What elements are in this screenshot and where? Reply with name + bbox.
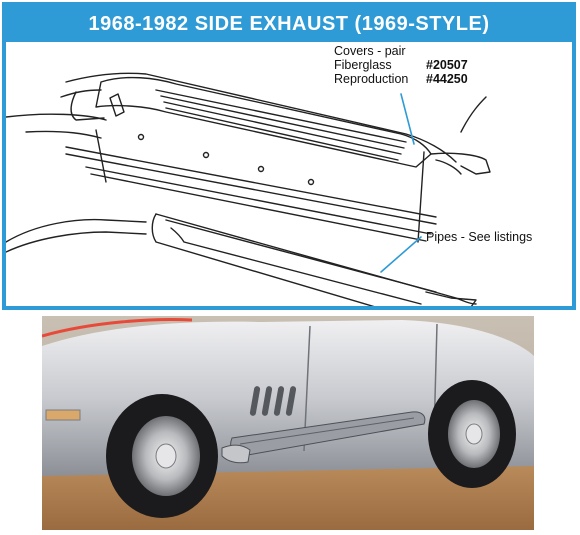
page-title: 1968-1982 SIDE EXHAUST (1969-STYLE) bbox=[6, 6, 572, 42]
exhaust-line-drawing bbox=[6, 72, 491, 306]
covers-label: Covers - pair bbox=[334, 44, 406, 58]
fiberglass-label: Fiberglass bbox=[334, 58, 392, 72]
corvette-side-photo bbox=[42, 316, 534, 530]
pipes-label: Pipes - See listings bbox=[426, 230, 533, 244]
reproduction-part-number: #44250 bbox=[426, 72, 468, 86]
diagram-frame: 1968-1982 SIDE EXHAUST (1969-STYLE) bbox=[2, 2, 576, 310]
reproduction-label: Reproduction bbox=[334, 72, 409, 86]
fiberglass-part-number: #20507 bbox=[426, 58, 468, 72]
car-photo bbox=[42, 316, 534, 530]
pipes-callout: Pipes - See listings bbox=[426, 230, 532, 244]
covers-callout: Covers - pair Fiberglass #20507 Reproduc… bbox=[334, 44, 468, 86]
